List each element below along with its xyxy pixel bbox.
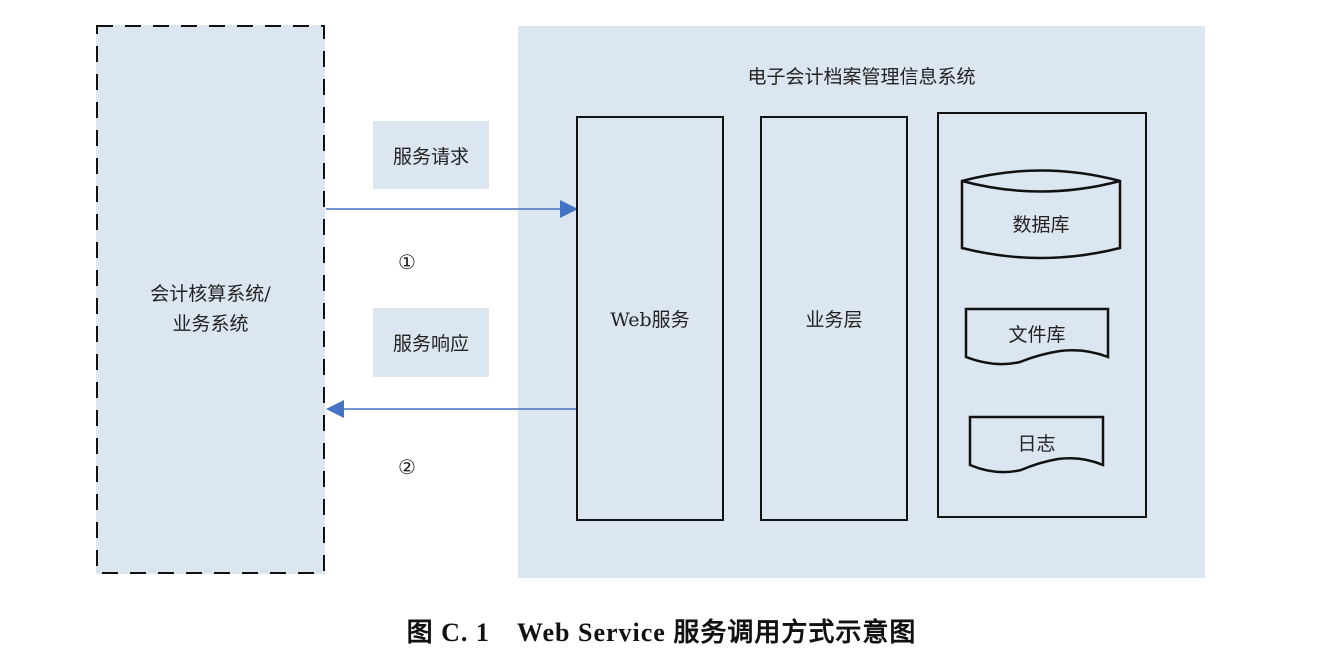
web-service-label: Web服务 bbox=[610, 309, 690, 331]
accounting-system-label-line2: 业务系统 bbox=[172, 313, 249, 335]
archive-system-panel: 电子会计档案管理信息系统 bbox=[518, 26, 1205, 578]
file-store-icon bbox=[964, 307, 1110, 366]
service-response-label: 服务响应 bbox=[373, 308, 489, 377]
log-label: 日志 bbox=[1017, 433, 1056, 455]
step-1-marker: ① bbox=[398, 250, 416, 274]
file-store-label: 文件库 bbox=[1008, 324, 1066, 346]
business-layer-label: 业务层 bbox=[805, 309, 863, 331]
storage-box bbox=[937, 112, 1147, 518]
response-arrowhead-icon bbox=[326, 400, 344, 418]
archive-system-title: 电子会计档案管理信息系统 bbox=[747, 66, 976, 88]
business-layer-box: 业务层 bbox=[760, 116, 908, 521]
step-2-marker: ② bbox=[398, 455, 416, 479]
log-icon bbox=[968, 415, 1105, 474]
accounting-system-label: 会计核算系统/ 业务系统 bbox=[96, 279, 325, 339]
service-request-label: 服务请求 bbox=[373, 121, 489, 189]
database-label: 数据库 bbox=[1012, 214, 1070, 236]
request-arrowhead-icon bbox=[560, 200, 578, 218]
response-arrow bbox=[326, 400, 578, 418]
accounting-system-label-line1: 会计核算系统/ bbox=[150, 283, 271, 305]
database-icon bbox=[960, 169, 1122, 260]
accounting-system-box: 会计核算系统/ 业务系统 bbox=[96, 25, 325, 574]
figure-caption: 图 C. 1 Web Service 服务调用方式示意图 bbox=[406, 618, 917, 647]
web-service-box: Web服务 bbox=[576, 116, 724, 521]
dashed-border bbox=[96, 25, 325, 574]
request-arrow bbox=[326, 200, 578, 218]
